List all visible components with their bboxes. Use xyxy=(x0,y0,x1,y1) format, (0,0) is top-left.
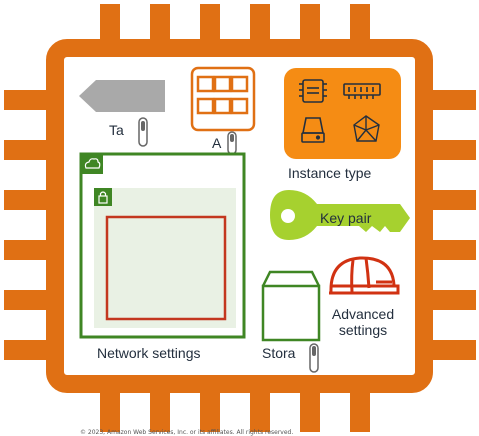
advanced-settings-label: Advanced settings xyxy=(324,306,402,338)
instance-type-label: Instance type xyxy=(288,165,372,181)
tag-icon xyxy=(79,80,165,112)
key-pair-label: Key pair xyxy=(320,210,372,226)
subnet-box xyxy=(94,188,236,328)
key-icon xyxy=(270,190,410,240)
grid-icon xyxy=(190,66,256,132)
cpu-icon xyxy=(299,79,327,103)
ami-label: A xyxy=(212,135,222,151)
box-icon xyxy=(261,270,321,342)
instance-placeholder xyxy=(105,215,227,321)
slider-icon xyxy=(227,131,237,155)
chip-pins xyxy=(4,4,476,432)
cloud-lock-icon xyxy=(81,154,103,174)
slider-icon xyxy=(138,117,148,147)
lock-icon xyxy=(94,188,112,206)
disk-icon xyxy=(301,117,325,143)
helmet-icon xyxy=(329,256,400,295)
advanced-settings-line1: Advanced xyxy=(331,306,395,322)
tags-label: Ta xyxy=(109,122,124,138)
instance-type-box xyxy=(284,68,401,159)
network-settings-label: Network settings xyxy=(97,345,201,361)
copyright-text: © 2023, Amazon Web Services, Inc. or its… xyxy=(80,429,294,436)
slider-icon xyxy=(309,343,319,373)
advanced-settings-line2: settings xyxy=(338,322,388,338)
storage-label: Stora xyxy=(262,345,296,361)
vpc-box xyxy=(79,152,246,339)
memory-icon xyxy=(343,83,381,99)
network-mesh-icon xyxy=(353,115,380,142)
